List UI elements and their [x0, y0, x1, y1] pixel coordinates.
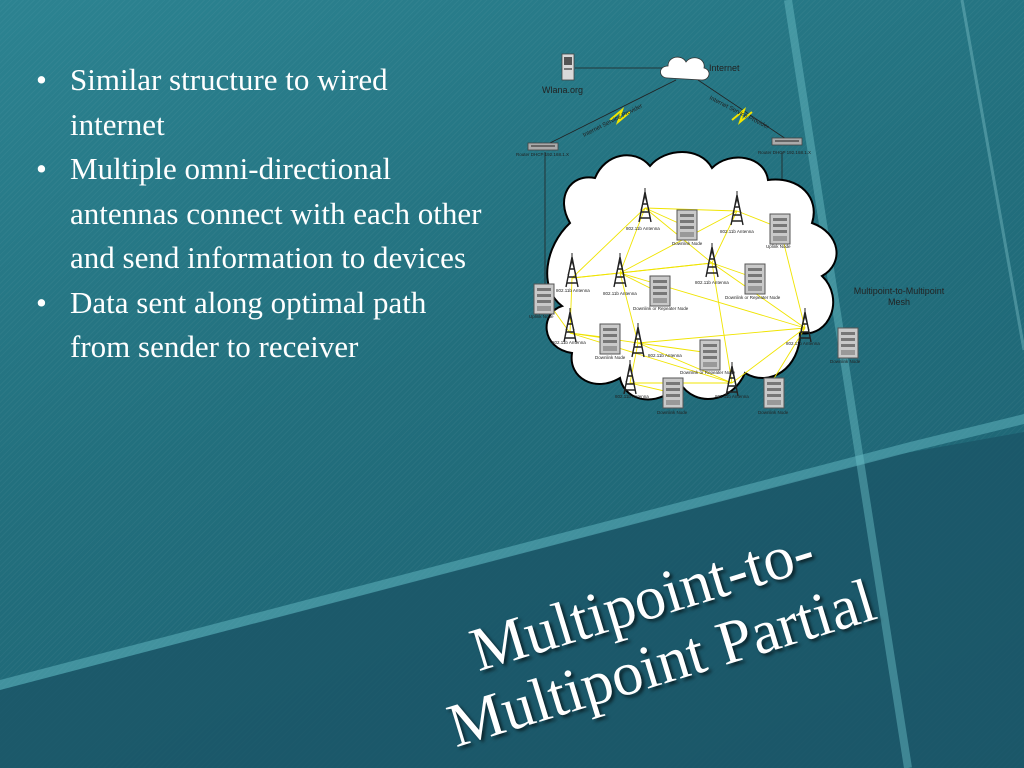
internet-cloud-icon — [660, 56, 710, 81]
repeater-label: Downlink or Repeater Node — [633, 306, 689, 311]
repeater-label: Downlink or Repeater Node — [725, 295, 781, 300]
downlink-label: Downlink Node — [657, 410, 688, 415]
bullet-item: •Data sent along optimal path from sende… — [34, 281, 484, 370]
downlink-label: Downlink Node — [830, 359, 861, 364]
internet-label: Internet — [709, 63, 740, 73]
antenna-label: 802.11b Antenna — [786, 341, 820, 346]
antenna-label: 802.11b Antenna — [556, 288, 590, 293]
dark-title-band — [0, 432, 1024, 768]
isp-right-label: Internet Service Provider — [708, 95, 770, 130]
downlink-label: Downlink Node — [672, 241, 703, 246]
uplink-label: Uplink Node — [529, 314, 554, 319]
antenna-label: 802.11b Antenna — [626, 226, 660, 231]
bullet-dot-icon: • — [36, 284, 47, 320]
bullet-item: •Similar structure to wired internet — [34, 58, 484, 147]
bullet-dot-icon: • — [36, 151, 47, 186]
isp-left-label: Internet Service Provider — [582, 103, 644, 138]
light-diagonal-stripe — [0, 414, 1024, 690]
repeater-node-icon — [744, 263, 766, 295]
bullet-dot-icon: • — [36, 62, 47, 97]
antenna-label: 802.11b Antenna — [720, 229, 754, 234]
uplink-node-icon — [769, 213, 791, 245]
server-icon — [561, 53, 575, 81]
antenna-label: 802.11b Antenna — [648, 353, 682, 358]
mesh-network-diagram: Internet Wlana.org Internet Service Prov… — [516, 53, 945, 415]
downlink-label: Downlink Node — [595, 355, 626, 360]
uplink-label: Uplink Node — [766, 244, 791, 249]
uplink-node-icon — [533, 283, 555, 315]
downlink-label: Downlink Node — [758, 410, 789, 415]
downlink-node-icon — [676, 209, 698, 241]
antenna-label: 802.11b Antenna — [552, 340, 586, 345]
mesh-label-line2: Mesh — [888, 297, 910, 307]
antenna-label: 802.11b Antenna — [715, 394, 749, 399]
antenna-label: 802.11b Antenna — [695, 280, 729, 285]
vertical-accent-line — [784, 0, 912, 768]
bullet-item: •Multiple omni-directional antennas conn… — [34, 147, 484, 281]
bullet-list: •Similar structure to wired internet •Mu… — [34, 58, 484, 370]
mesh-label: Multipoint-to-Multipoint — [854, 286, 945, 296]
repeater-node-icon — [649, 275, 671, 307]
downlink-node-icon — [599, 323, 621, 355]
edge-accent-line — [960, 0, 1024, 351]
router-right-label: Router DHCP 192.168.1.X — [758, 150, 811, 155]
antenna-label: 802.11b Antenna — [603, 291, 637, 296]
repeater-label: Downlink or Repeater Node — [680, 370, 736, 375]
router-left-label: Router DHCP 192.168.1.X — [516, 152, 569, 157]
downlink-node-icon — [837, 327, 859, 359]
repeater-node-icon — [699, 339, 721, 371]
server-label: Wlana.org — [542, 85, 583, 95]
downlink-node-icon — [662, 377, 684, 409]
antenna-label: 802.11b Antenna — [615, 394, 649, 399]
downlink-node-icon — [763, 377, 785, 409]
router-right-icon — [771, 137, 803, 146]
router-left-icon — [527, 142, 559, 151]
